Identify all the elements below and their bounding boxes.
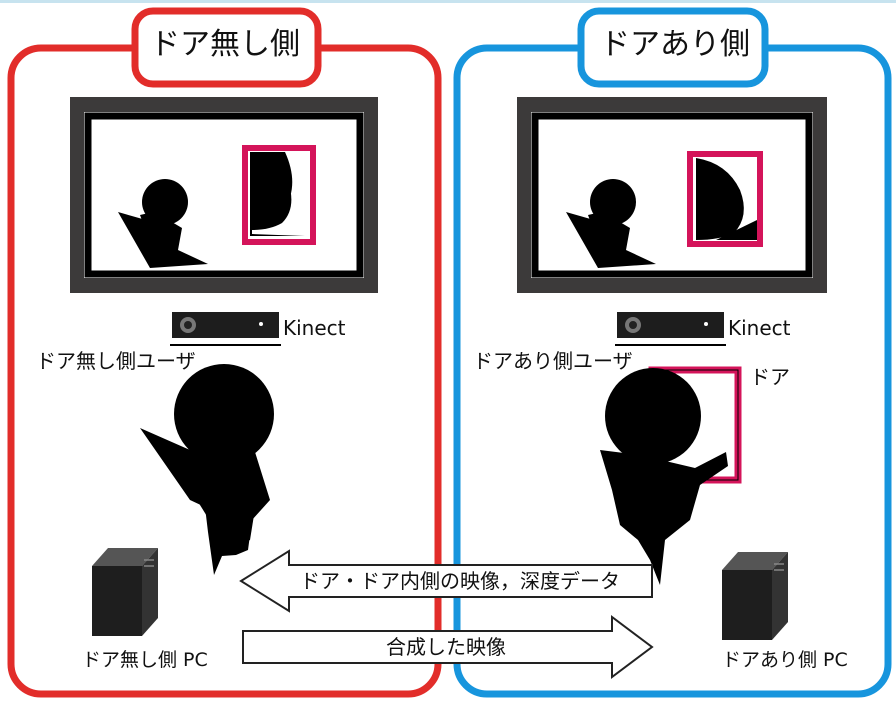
left-pc-label: ドア無し側 PC (82, 649, 208, 671)
left-kinect-label: Kinect (283, 316, 346, 340)
right-kinect-device (615, 312, 726, 346)
arrow-to-left (239, 549, 653, 613)
left-user-label: ドア無し側ユーザ (36, 349, 196, 373)
right-monitor (517, 97, 827, 293)
left-kinect-device (170, 312, 281, 346)
right-user-silhouette (600, 368, 728, 585)
right-door-label: ドア (750, 365, 790, 389)
right-kinect-label: Kinect (728, 316, 791, 340)
left-monitor (70, 97, 378, 293)
left-monitor-remote-user-icon (118, 179, 208, 268)
right-user-label: ドアあり側ユーザ (473, 349, 633, 373)
arrow-to-right (242, 615, 654, 679)
right-monitor-remote-user-icon (566, 179, 656, 268)
left-panel-title: ドア無し側 (150, 27, 300, 62)
top-rule (0, 0, 896, 3)
right-pc-label: ドアあり側 PC (722, 649, 848, 671)
left-user-silhouette (140, 364, 274, 575)
left-title-box (131, 7, 322, 88)
right-title-box (577, 7, 769, 88)
arrow-to-right-label: 合成した映像 (386, 635, 506, 659)
right-pc-icon (722, 552, 788, 640)
arrow-to-left-label: ドア・ドア内側の映像，深度データ (300, 569, 620, 593)
right-monitor-door-icon (687, 151, 763, 247)
left-pc-icon (92, 548, 158, 636)
right-panel-title: ドアあり側 (600, 27, 750, 62)
left-monitor-door-icon (242, 145, 316, 245)
